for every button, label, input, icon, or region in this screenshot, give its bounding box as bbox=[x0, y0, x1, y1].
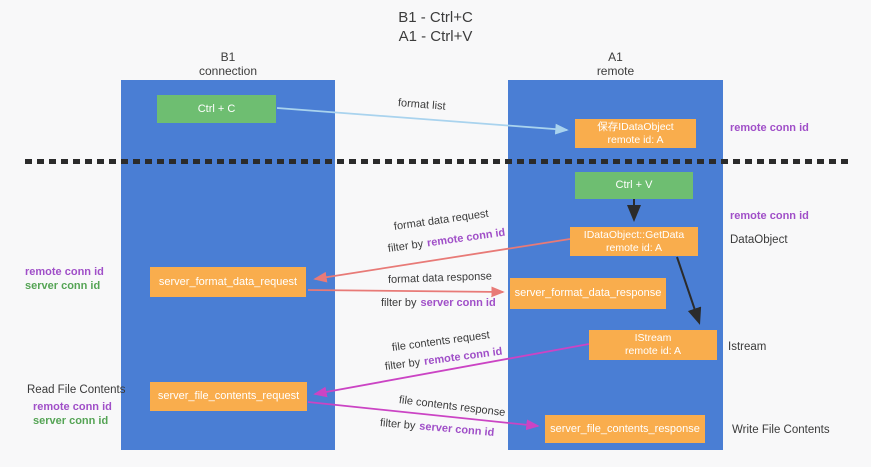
server-file-contents-request-box: server_file_contents_request bbox=[150, 382, 307, 411]
write-file-contents-label: Write File Contents bbox=[732, 424, 830, 436]
ctrl-v-box: Ctrl + V bbox=[575, 172, 693, 199]
format-data-response-label: format data response bbox=[387, 270, 493, 286]
server-conn-id-text: server conn id bbox=[418, 420, 495, 439]
server-file-contents-request-label: server_file_contents_request bbox=[157, 390, 300, 402]
remote-conn-id-text: remote conn id bbox=[426, 226, 506, 250]
getdata-box: IDataObject::GetData remote id: A bbox=[570, 227, 698, 256]
server-format-data-response-box: server_format_data_response bbox=[510, 278, 666, 309]
getdata-line2: remote id: A bbox=[605, 241, 663, 254]
istream-line1: IStream bbox=[634, 332, 672, 344]
left-column-role: connection bbox=[198, 64, 258, 78]
remote-conn-id-text: remote conn id bbox=[423, 345, 504, 368]
right-column-name: A1 bbox=[608, 50, 623, 64]
left-remote-conn-id-label-1: remote conn id bbox=[25, 266, 104, 278]
left-server-conn-id-label-2: server conn id bbox=[33, 415, 109, 427]
server-file-contents-response-label: server_file_contents_response bbox=[550, 422, 700, 435]
left-column-name: B1 bbox=[220, 50, 236, 64]
istream-side-label: Istream bbox=[728, 341, 767, 353]
save-idataobject-line2: remote id: A bbox=[607, 133, 664, 146]
read-file-contents-label: Read File Contents bbox=[27, 384, 126, 396]
left-server-conn-id-label-1: server conn id bbox=[25, 280, 101, 292]
dataobject-label: DataObject bbox=[730, 234, 788, 246]
save-idataobject-line1: 保存IDataObject bbox=[597, 120, 674, 133]
arrow-format-data-response bbox=[307, 286, 505, 298]
filter-by-text: filter by bbox=[384, 356, 421, 373]
title-line-2: A1 - Ctrl+V bbox=[398, 28, 473, 45]
filter-by-text: filter by bbox=[387, 238, 424, 255]
diagram-title: B1 - Ctrl+C A1 - Ctrl+V bbox=[0, 8, 871, 46]
right-column-role: remote bbox=[596, 64, 635, 78]
ctrl-c-label: Ctrl + C bbox=[197, 102, 236, 115]
save-idataobject-box: 保存IDataObject remote id: A bbox=[575, 119, 696, 148]
format-data-request-label: format data request bbox=[393, 207, 490, 233]
format-list-label: format list bbox=[397, 97, 447, 113]
right-column-header: A1 remote bbox=[508, 50, 723, 78]
ctrl-c-box: Ctrl + C bbox=[157, 95, 276, 123]
server-format-data-response-label: server_format_data_response bbox=[514, 287, 662, 299]
left-column-header: B1 connection bbox=[121, 50, 335, 78]
server-format-data-request-box: server_format_data_request bbox=[150, 267, 306, 297]
filter-by-text: filter by bbox=[381, 297, 417, 309]
server-file-contents-response-box: server_file_contents_response bbox=[545, 415, 705, 443]
right-remote-conn-id-label-2: remote conn id bbox=[730, 210, 809, 222]
getdata-line1: IDataObject::GetData bbox=[583, 228, 685, 241]
istream-box: IStream remote id: A bbox=[589, 330, 717, 360]
ctrl-v-label: Ctrl + V bbox=[615, 179, 653, 191]
server-format-data-request-label: server_format_data_request bbox=[158, 275, 298, 288]
filter-by-text: filter by bbox=[379, 417, 416, 433]
title-line-1: B1 - Ctrl+C bbox=[398, 9, 473, 26]
phase-divider-dashed-line bbox=[25, 159, 848, 164]
file-contents-response-label: file contents response bbox=[398, 394, 506, 419]
right-remote-conn-id-label-1: remote conn id bbox=[730, 122, 809, 134]
server-conn-id-text: server conn id bbox=[420, 297, 496, 309]
istream-line2: remote id: A bbox=[624, 345, 682, 357]
left-remote-conn-id-label-2: remote conn id bbox=[33, 401, 112, 413]
